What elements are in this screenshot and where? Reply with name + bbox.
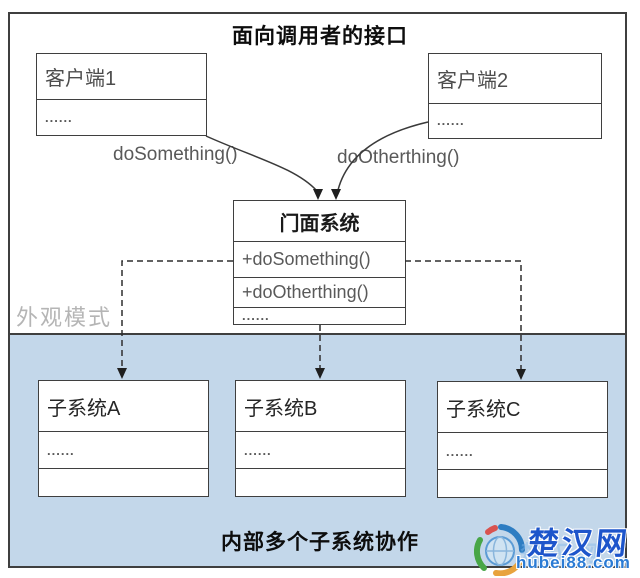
subsystem-b-dots: ...... <box>236 431 405 468</box>
subsystem-b-box: 子系统B ...... <box>235 380 406 497</box>
facade-box: 门面系统 +doSomething() +doOtherthing() ....… <box>233 200 406 325</box>
client1-title: 客户端1 <box>45 68 117 90</box>
subsystem-c-dots: ...... <box>438 432 607 469</box>
call-label-dosomething: doSomething() <box>113 144 238 165</box>
client2-dots: ...... <box>429 103 601 137</box>
subsystem-a-box: 子系统A ...... <box>38 380 209 497</box>
facade-method-1: +doSomething() <box>234 241 405 277</box>
globe-logo-icon <box>474 524 526 576</box>
client2-title: 客户端2 <box>437 70 509 92</box>
subsystem-c-box: 子系统C ...... <box>437 381 608 498</box>
subsystem-c-empty-row <box>438 469 607 496</box>
diagram-bottom-caption: 内部多个子系统协作 <box>221 531 419 554</box>
subsystem-b-title: 子系统B <box>244 397 318 420</box>
call-label-dootherthing: doOtherthing() <box>337 147 460 168</box>
site-watermark: 楚汉网 楚汉网 hubei88.com <box>468 522 640 578</box>
watermark-site-url: hubei88.com <box>516 553 631 572</box>
client2-box: 客户端2 ...... <box>428 53 602 139</box>
facade-dots: ...... <box>234 307 405 323</box>
client1-box: 客户端1 ...... <box>36 53 207 136</box>
pattern-name-label: 外观模式 <box>16 305 113 330</box>
subsystem-a-title: 子系统A <box>47 397 121 420</box>
client1-dots: ...... <box>37 99 206 134</box>
subsystem-a-dots: ...... <box>39 431 208 468</box>
facade-method-2: +doOtherthing() <box>234 277 405 307</box>
diagram-top-title: 面向调用者的接口 <box>232 25 408 48</box>
subsystem-a-empty-row <box>39 468 208 495</box>
subsystem-b-empty-row <box>236 468 405 495</box>
facade-title: 门面系统 <box>279 212 360 235</box>
subsystem-c-title: 子系统C <box>446 398 521 421</box>
